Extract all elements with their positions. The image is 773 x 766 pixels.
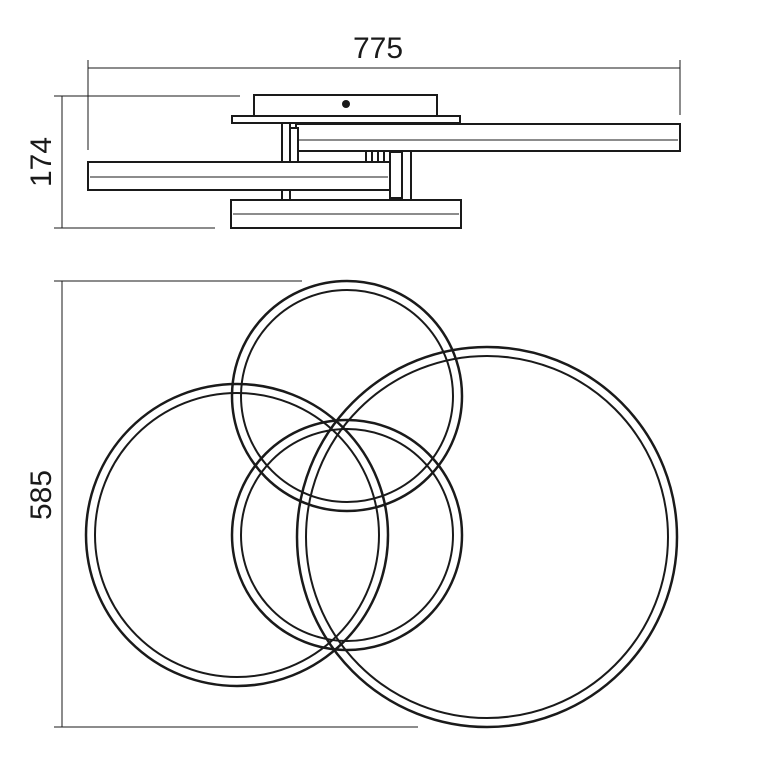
canopy-screw [342,100,350,108]
ring-top-inner [240,289,454,503]
ring-profile-middle-right-stub [389,151,403,199]
height-side-dimension-label: 174 [25,137,58,187]
ring-top-outer [230,279,464,513]
width-dimension-label: 775 [353,32,403,65]
ring-small-middle-outer [230,418,464,652]
ring-small-middle-inner [240,428,454,642]
ring-large-right-outer [295,345,679,729]
ring-large-left-inner [94,392,380,678]
canopy-plate [231,115,461,124]
top-view: 585 [25,279,679,729]
ring-large-right-inner [305,355,669,719]
ring-profile-connector [289,127,299,164]
ring-large-left-outer [84,382,390,688]
height-top-dimension-label: 585 [25,470,58,520]
ring-profile-middle-left [87,161,391,191]
support-rod-right [401,149,412,201]
ring-profile-top-right [295,123,681,152]
side-view: 775 174 [25,32,681,229]
